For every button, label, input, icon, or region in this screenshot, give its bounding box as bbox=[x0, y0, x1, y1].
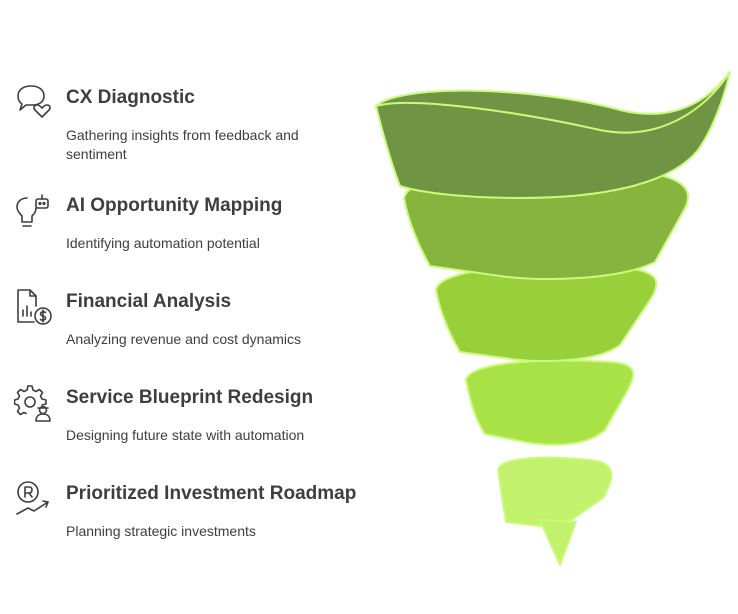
step-title: CX Diagnostic bbox=[66, 87, 195, 108]
step-title: Prioritized Investment Roadmap bbox=[66, 483, 357, 504]
step-title: Financial Analysis bbox=[66, 291, 232, 312]
step-title: AI Opportunity Mapping bbox=[66, 195, 283, 216]
funnel-band-1 bbox=[375, 71, 731, 199]
lightbulb-robot-icon bbox=[14, 192, 54, 232]
step-description: Analyzing revenue and cost dynamics bbox=[66, 331, 302, 347]
spiral-funnel bbox=[375, 71, 731, 566]
step-description: Identifying automation potential bbox=[66, 235, 260, 251]
step-title: Service Blueprint Redesign bbox=[66, 387, 314, 408]
funnel-band-3 bbox=[435, 264, 658, 363]
funnel-tip bbox=[539, 519, 577, 566]
funnel-opening-rim bbox=[375, 71, 731, 134]
funnel-band-4 bbox=[465, 359, 635, 446]
funnel-band-5 bbox=[497, 456, 613, 529]
gear-person-icon bbox=[13, 384, 54, 424]
step-description: Planning strategic investments bbox=[66, 523, 256, 539]
speech-bubble-heart-icon bbox=[14, 84, 54, 124]
step-description: Gathering insights from feedback and sen… bbox=[66, 127, 299, 162]
step-description: Designing future state with automation bbox=[66, 427, 305, 443]
document-chart-dollar-icon bbox=[14, 288, 54, 328]
registered-trend-arrow-icon bbox=[14, 480, 54, 520]
